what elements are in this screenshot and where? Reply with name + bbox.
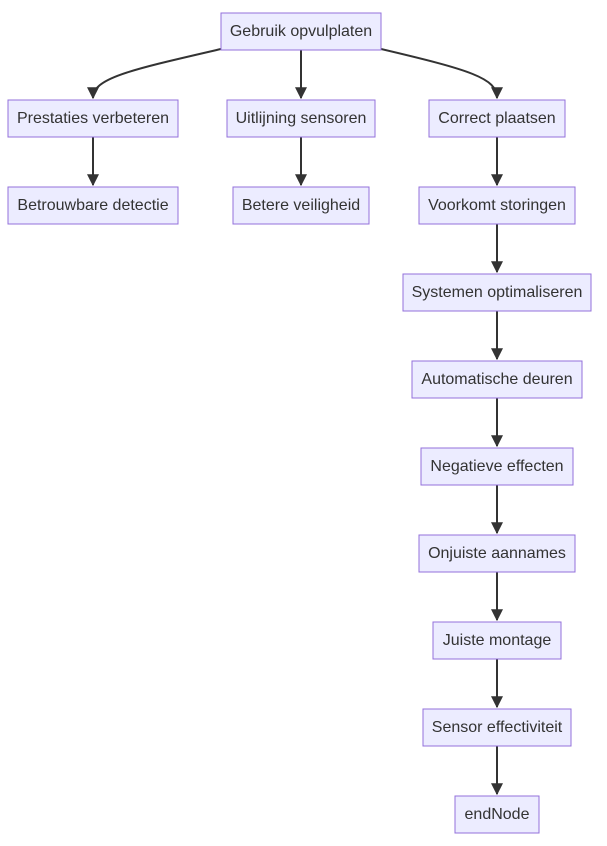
node-label: Betere veiligheid [242,197,360,214]
node-label: endNode [465,806,530,823]
node-prestaties-verbeteren[interactable]: Prestaties verbeteren [7,99,179,138]
node-label: Negatieve effecten [430,458,563,475]
node-juiste-montage[interactable]: Juiste montage [432,621,562,660]
node-betere-veiligheid[interactable]: Betere veiligheid [232,186,370,225]
node-automatische-deuren[interactable]: Automatische deuren [411,360,583,399]
node-negatieve-effecten[interactable]: Negatieve effecten [420,447,574,486]
node-onjuiste-aannames[interactable]: Onjuiste aannames [418,534,576,573]
node-label: Prestaties verbeteren [17,110,169,127]
node-correct-plaatsen[interactable]: Correct plaatsen [428,99,566,138]
edges [87,48,503,796]
node-endnode[interactable]: endNode [454,795,540,834]
node-label: Betrouwbare detectie [17,197,168,214]
edge-gebruik-correct [380,48,503,100]
node-voorkomt-storingen[interactable]: Voorkomt storingen [418,186,576,225]
node-label: Automatische deuren [421,371,572,388]
node-label: Onjuiste aannames [428,545,566,562]
node-label: Sensor effectiviteit [432,719,563,736]
node-betrouwbare-detectie[interactable]: Betrouwbare detectie [7,186,179,225]
node-sensor-effectiviteit[interactable]: Sensor effectiviteit [422,708,572,747]
node-systemen-optimaliseren[interactable]: Systemen optimaliseren [402,273,592,312]
node-label: Systemen optimaliseren [412,284,583,301]
node-uitlijning-sensoren[interactable]: Uitlijning sensoren [226,99,376,138]
node-gebruik-opvulplaten[interactable]: Gebruik opvulplaten [220,12,382,51]
edge-gebruik-prestaties [87,48,222,100]
node-label: Correct plaatsen [438,110,555,127]
node-label: Gebruik opvulplaten [230,23,372,40]
node-label: Juiste montage [443,632,552,649]
node-label: Uitlijning sensoren [236,110,367,127]
nodes: Gebruik opvulplaten Prestaties verbetere… [7,12,592,834]
node-label: Voorkomt storingen [428,197,566,214]
